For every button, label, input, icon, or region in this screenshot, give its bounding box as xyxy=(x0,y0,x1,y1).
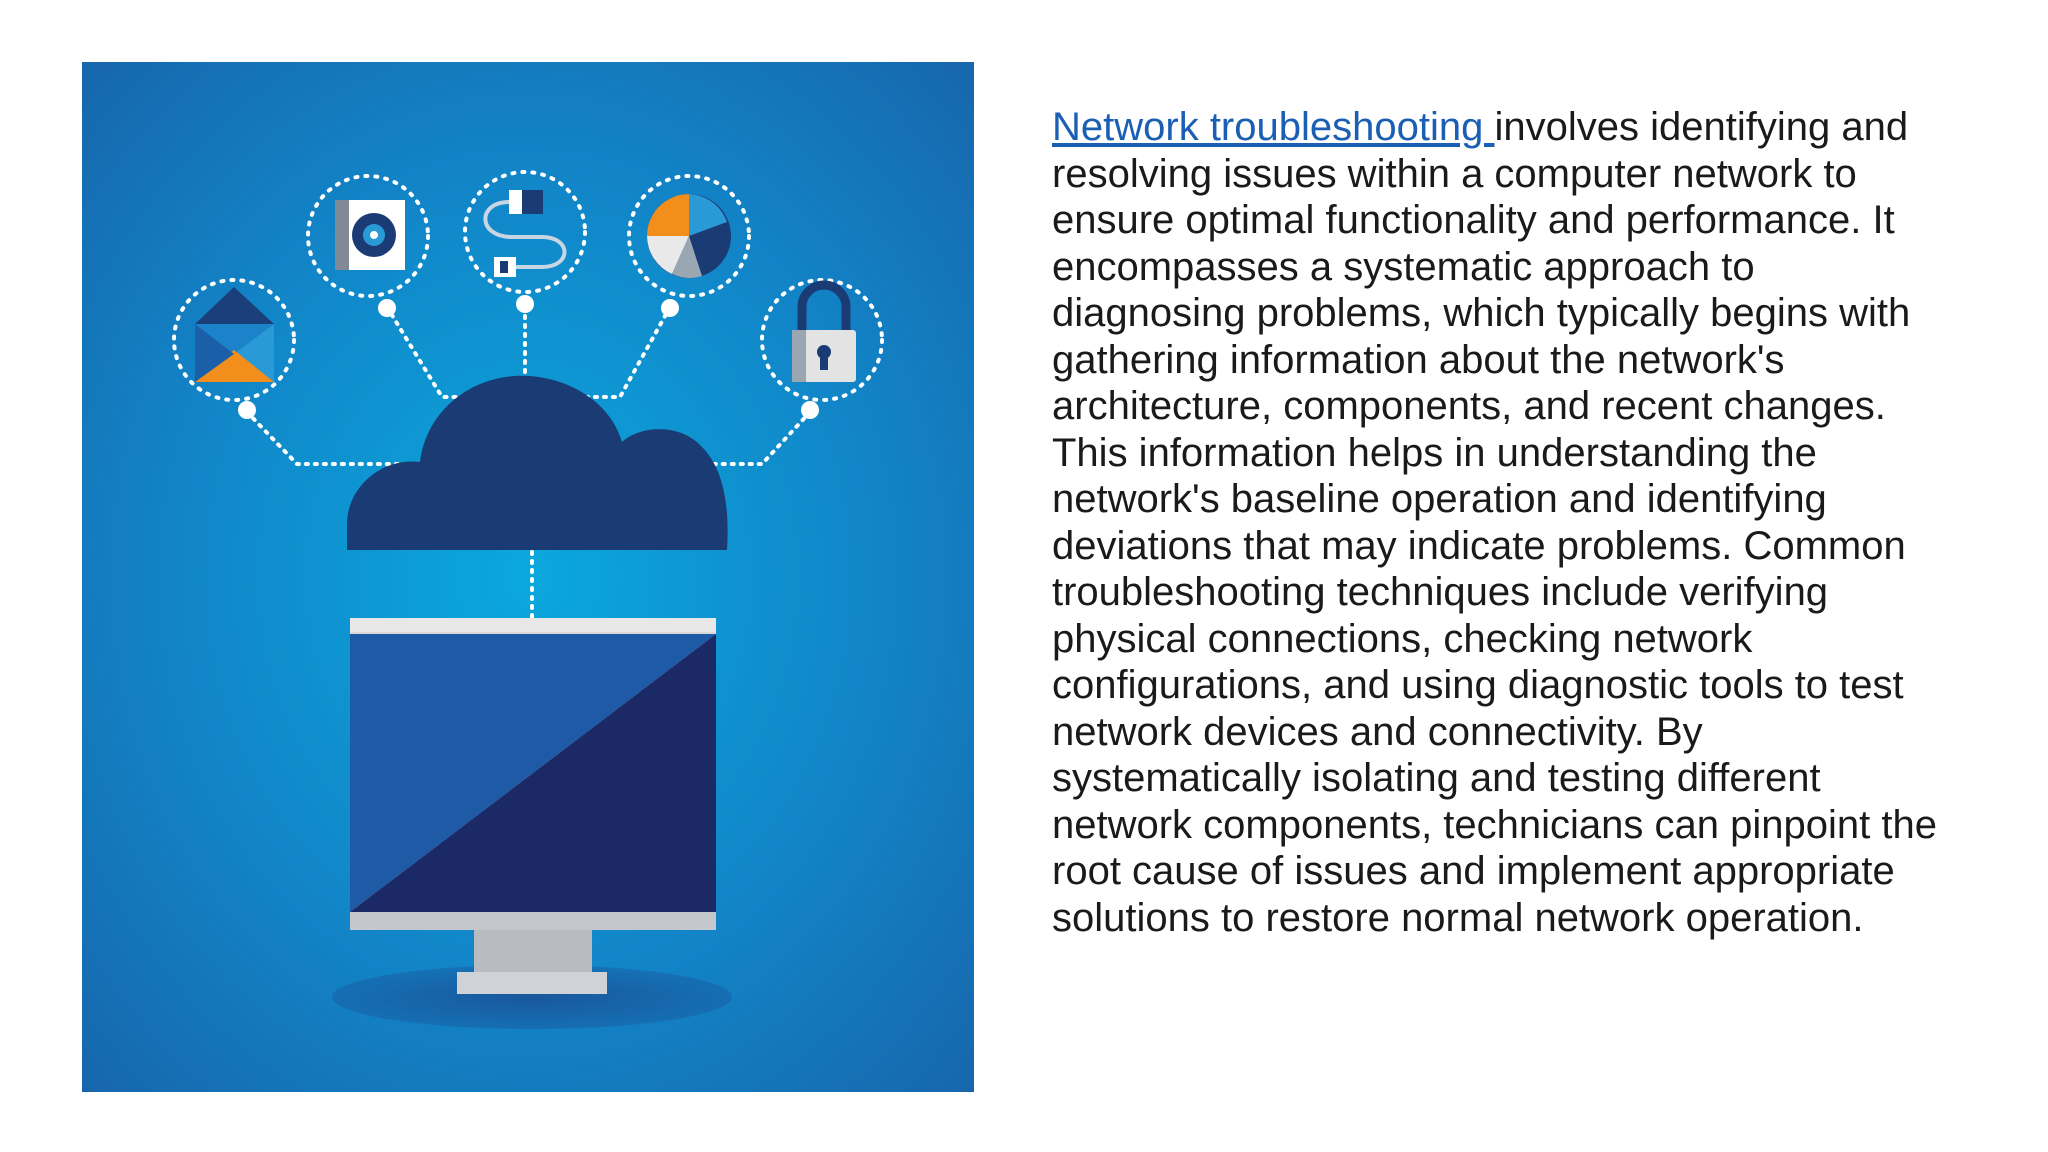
monitor-stand xyxy=(332,927,732,1029)
monitor-icon xyxy=(350,618,716,930)
envelope-icon xyxy=(195,287,274,382)
article-body-text: involves identifying and resolving issue… xyxy=(1052,105,1937,940)
pie-chart-icon xyxy=(647,194,731,278)
article-paragraph: Network troubleshooting involves identif… xyxy=(1052,104,1952,941)
cloud-icon xyxy=(347,375,728,550)
connector-dots xyxy=(238,295,819,419)
network-cloud-illustration xyxy=(82,62,974,1092)
disc-drive-icon xyxy=(335,200,405,270)
usb-cable-icon xyxy=(483,190,567,277)
network-troubleshooting-link[interactable]: Network troubleshooting xyxy=(1052,105,1495,149)
icon-circles xyxy=(172,170,884,402)
padlock-icon xyxy=(792,280,856,382)
